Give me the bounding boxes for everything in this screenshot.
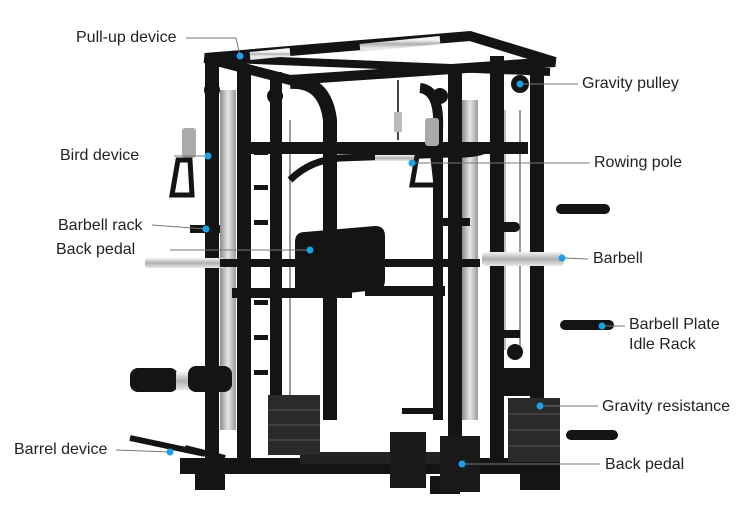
- barbell-left-sleeve: [145, 258, 225, 268]
- right-weight-stack: [508, 398, 560, 462]
- barbell-right-sleeve: [482, 252, 564, 266]
- label-barrel-device: Barrel device: [14, 441, 108, 458]
- front-pedal-right: [440, 436, 480, 492]
- label-plate-rack-line1: Barbell Plate: [629, 316, 720, 333]
- label-plate-rack-line2: Idle Rack: [629, 336, 696, 353]
- left-weight-stack: [268, 395, 320, 455]
- label-back-pedal-left: Back pedal: [56, 241, 136, 258]
- label-gravity-pulley: Gravity pulley: [582, 75, 679, 92]
- front-pedal-left: [390, 432, 426, 488]
- pull-up-bar: [359, 36, 441, 52]
- label-rowing-pole: Rowing pole: [594, 154, 683, 171]
- back-pad: [295, 226, 385, 298]
- plate-horn-2: [560, 320, 614, 330]
- label-gravity-resistance: Gravity resistance: [602, 398, 731, 415]
- label-pull-up-device: Pull-up device: [76, 29, 177, 46]
- label-bird-device: Bird device: [60, 147, 140, 164]
- label-back-pedal-right: Back pedal: [605, 456, 685, 473]
- left-arch: [289, 74, 337, 420]
- left-handle: [182, 128, 196, 158]
- plate-horn-1: [556, 204, 610, 214]
- plate-horn-3: [566, 430, 618, 440]
- label-barbell-rack: Barbell rack: [58, 217, 143, 234]
- label-barbell: Barbell: [593, 250, 643, 267]
- leg-roller-left: [130, 368, 178, 392]
